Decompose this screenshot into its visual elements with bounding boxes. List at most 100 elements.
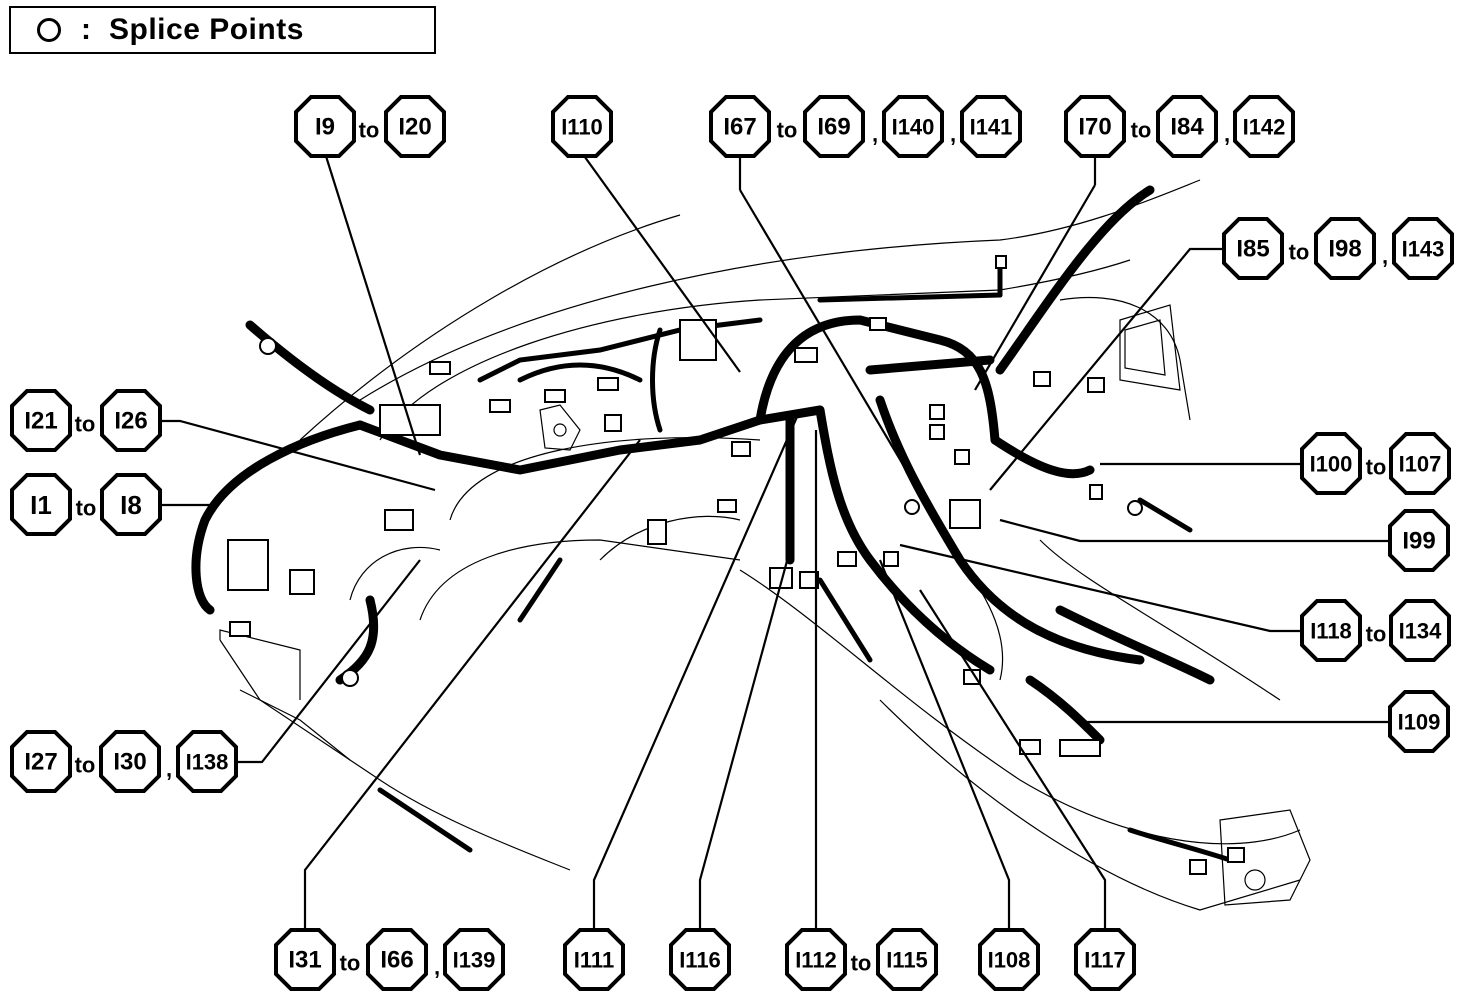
callout-label: I134 [1399,619,1443,644]
callout-label: I70 [1078,114,1111,141]
callout-label: I21 [24,408,57,435]
octagon-badge [100,389,162,452]
callout-i70-to-i84-i142: I70 to I84 , I142 [1064,95,1295,158]
octagon-badge [100,473,162,536]
callout-comma: , [434,955,440,980]
callout-comma: , [872,122,878,147]
octagon-badge [1233,95,1295,158]
callout-label: I143 [1402,237,1445,262]
callout-i9-to-i20: I9 to I20 [294,95,446,158]
octagon-badge [551,95,613,158]
octagon-badge [1064,95,1126,158]
callout-label: I100 [1310,452,1353,477]
callout-joiner: to [1289,240,1310,265]
callout-label: I1 [30,490,52,520]
callout-label: I111 [574,948,614,973]
octagon-badge [563,928,625,991]
callout-label: I31 [288,947,321,974]
octagon-badge [274,928,336,991]
legend-label: Splice Points [109,13,304,46]
callout-comma: , [950,122,956,147]
callout-comma: , [166,757,172,782]
callout-comma: , [1224,122,1230,147]
callout-label: I118 [1310,619,1352,644]
splice-point-circle-icon [37,18,61,42]
callout-joiner: to [851,951,872,976]
callout-comma: , [1382,244,1388,269]
callout-label: I85 [1236,236,1269,263]
callout-i85-to-i98-i143: I85 to I98 , I143 [1222,217,1454,280]
callout-joiner: to [1366,622,1387,647]
callout-label: I98 [1328,236,1361,263]
callout-label: I140 [892,115,935,140]
dashboard-outline [219,179,1311,911]
callout-label: I9 [315,114,335,141]
octagon-badge [803,95,865,158]
callout-label: I142 [1243,115,1286,140]
callout-i110: I110 [551,95,613,158]
octagon-badge [1389,599,1451,662]
callout-label: I84 [1170,114,1204,141]
octagon-badge [1156,95,1218,158]
callout-label: I109 [1398,710,1441,735]
callout-label: I67 [723,114,756,141]
callout-joiner: to [1366,455,1387,480]
octagon-badge [1222,217,1284,280]
callout-label: I27 [24,749,57,776]
octagon-badge [10,389,72,452]
octagon-badge [1300,432,1362,495]
callout-label: I116 [679,948,721,973]
callout-label: I115 [886,948,928,973]
callout-label: I112 [795,948,837,973]
octagon-badge [366,928,428,991]
octagon-badge [876,928,938,991]
octagon-badge [1388,690,1450,753]
callout-i118-to-i134: I118 to I134 [1300,599,1451,662]
octagon-badge [1314,217,1376,280]
octagon-badge [1074,928,1136,991]
callout-label: I110 [561,115,603,140]
callout-joiner: to [75,753,96,778]
harness-wiring [191,185,1233,863]
callout-label: I20 [398,114,431,141]
leader-lines [154,152,1390,935]
callout-i116: I116 [669,928,731,991]
octagon-badge [10,730,72,793]
callout-i1-to-i8: I1 to I8 [10,473,162,536]
callout-i108: I108 [978,928,1040,991]
callout-label: I141 [970,115,1013,140]
octagon-badge [882,95,944,158]
callout-label: I138 [186,750,229,775]
callout-i112-to-i115: I112 to I115 [785,928,938,991]
callout-label: I107 [1399,452,1442,477]
callout-label: I66 [380,947,413,974]
callout-i100-to-i107: I100 to I107 [1300,432,1451,495]
callout-label: I99 [1402,528,1435,555]
octagon-badge [10,473,72,536]
callout-joiner: to [359,118,380,143]
callout-label: I139 [453,948,496,973]
octagon-badge [785,928,847,991]
octagon-badge [978,928,1040,991]
callout-i99: I99 [1388,509,1450,572]
callout-label: I26 [114,408,147,435]
callout-i109: I109 [1388,690,1450,753]
callout-i111: I111 [563,928,625,991]
octagon-badge [176,730,238,793]
octagon-badge [443,928,505,991]
callout-label: I8 [120,490,142,520]
octagon-badge [1389,432,1451,495]
octagon-badge [669,928,731,991]
callout-i27-to-i30-i138: I27 to I30 , I138 [10,730,238,793]
connectors [227,255,1245,875]
legend-box: : Splice Points [9,6,436,54]
octagon-badge [960,95,1022,158]
callout-i21-to-i26: I21 to I26 [10,389,162,452]
octagon-badge [294,95,356,158]
octagon-badge [1300,599,1362,662]
callout-joiner: to [75,412,96,437]
callout-label: I30 [113,749,146,776]
octagon-badge [709,95,771,158]
callout-label: I117 [1084,948,1126,973]
